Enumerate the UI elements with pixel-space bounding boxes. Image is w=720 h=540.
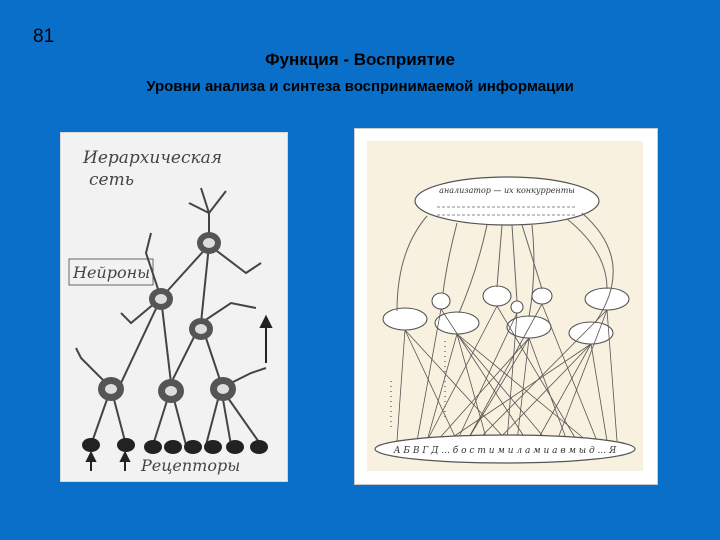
- neuron-connections: [75, 187, 267, 446]
- analysis-levels-inner: анализатор — их конкурренты: [367, 141, 643, 471]
- analysis-levels-drawing: анализатор — их конкурренты: [374, 176, 636, 464]
- mid-nodes: [382, 285, 630, 345]
- bottom-bar-label: А Б В Г Д ... б о с т и м и л а м и а в …: [393, 445, 617, 456]
- slide-title: Функция - Восприятие: [265, 50, 455, 69]
- label-receptors: Рецепторы: [140, 456, 240, 475]
- top-connections: [396, 212, 614, 324]
- bottom-connections: [396, 303, 618, 442]
- neuron-network-drawing: Иерархическая сеть Нейроны: [68, 148, 273, 475]
- dotted-markers: [390, 341, 446, 431]
- neuron-cells: [98, 232, 236, 403]
- receptor-row: [82, 438, 268, 454]
- top-node: [414, 176, 600, 226]
- neuron-network-image: Иерархическая сеть Нейроны: [60, 132, 288, 482]
- label-neurons: Нейроны: [72, 263, 150, 282]
- top-node-label: анализатор — их конкурренты: [439, 186, 575, 195]
- slide-subtitle: Уровни анализа и синтеза воспринимаемой …: [146, 78, 574, 95]
- upward-arrow-icon: [259, 314, 273, 363]
- input-arrows: [85, 450, 131, 471]
- bottom-bar: [374, 434, 636, 464]
- label-network-line2: сеть: [89, 170, 134, 190]
- label-network-line1: Иерархическая: [82, 148, 222, 168]
- analysis-levels-image: анализатор — их конкурренты: [354, 128, 658, 485]
- slide-number: 81: [33, 26, 55, 47]
